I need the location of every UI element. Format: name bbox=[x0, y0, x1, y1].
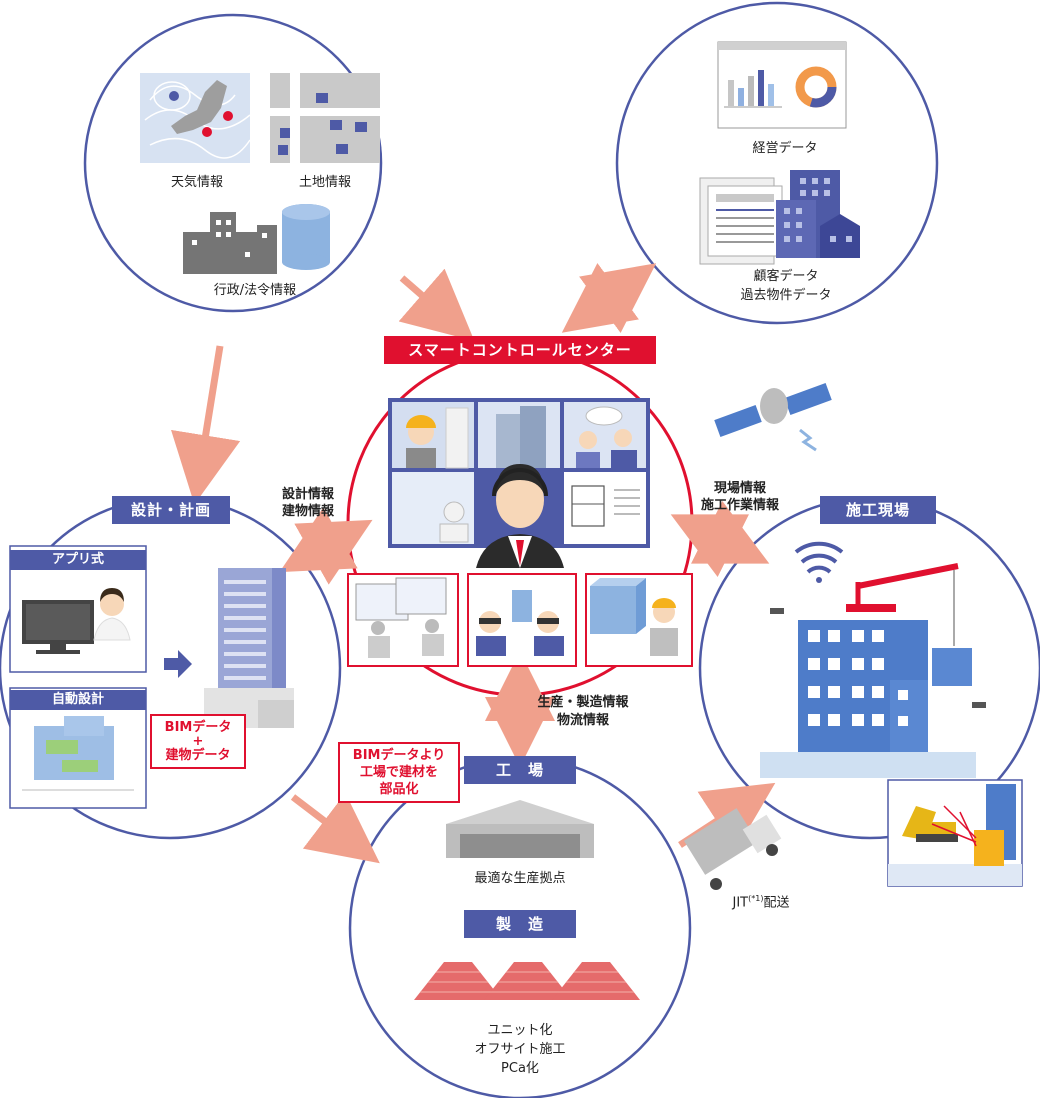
factory-flow-label-2: 物流情報 bbox=[556, 713, 609, 728]
control-center-title: スマートコントロールセンター bbox=[384, 336, 656, 364]
factory-callout-line-2: 工場で建材を bbox=[359, 765, 438, 780]
design-title: 設計・計画 bbox=[112, 496, 230, 524]
admin-buildings-illustration bbox=[183, 204, 330, 274]
panel-site-worker bbox=[585, 573, 693, 667]
jit-suffix: 配送 bbox=[763, 895, 790, 911]
mfg-label-3: PCa化 bbox=[501, 1061, 539, 1076]
auto-design-label: 自動設計 bbox=[10, 690, 146, 710]
design-flow-label-2: 建物情報 bbox=[281, 504, 334, 519]
construction-site-illustration bbox=[760, 563, 986, 778]
site-flow-label-2: 施工作業情報 bbox=[700, 498, 779, 513]
land-map-illustration bbox=[270, 73, 380, 163]
manufacturing-title: 製 造 bbox=[464, 910, 576, 938]
truck-illustration bbox=[683, 808, 782, 890]
mfg-label-2: オフサイト施工 bbox=[474, 1042, 566, 1057]
design-flow-arrow bbox=[164, 650, 192, 678]
panel-remote-meeting bbox=[347, 573, 459, 667]
customer-label-1: 顧客データ bbox=[753, 269, 819, 284]
arrow-center-design bbox=[279, 507, 373, 585]
weather-map-illustration bbox=[140, 73, 251, 163]
jit-footnote: (*1) bbox=[748, 894, 764, 903]
operator-illustration bbox=[476, 464, 564, 568]
site-title: 施工現場 bbox=[820, 496, 936, 524]
bim-line-1: BIMデータ bbox=[164, 720, 232, 735]
factory-callout-line-3: 部品化 bbox=[379, 782, 419, 797]
factory-flow-label-1: 生産・製造情報 bbox=[537, 695, 629, 710]
bim-data-callout: BIMデータ + 建物データ bbox=[150, 714, 246, 769]
site-scan-inset bbox=[887, 779, 1023, 887]
arrow-external-to-center bbox=[398, 268, 475, 341]
bim-line-3: 建物データ bbox=[165, 748, 231, 763]
admin-label: 行政/法令情報 bbox=[213, 283, 297, 298]
management-dashboard-illustration bbox=[717, 41, 847, 129]
jit-prefix: JIT bbox=[732, 895, 749, 911]
jit-label: JIT(*1)配送 bbox=[716, 890, 806, 912]
wifi-icon bbox=[794, 541, 844, 583]
design-flow-label-1: 設計情報 bbox=[281, 487, 334, 502]
arrow-center-business bbox=[561, 263, 657, 333]
unit-blocks-illustration bbox=[414, 962, 640, 1000]
customer-data-illustration bbox=[699, 170, 860, 265]
factory-building-illustration bbox=[446, 800, 594, 858]
arrow-external-to-design bbox=[171, 345, 241, 505]
land-label: 土地情報 bbox=[298, 175, 351, 190]
production-base-label: 最適な生産拠点 bbox=[474, 871, 566, 886]
arrow-center-site bbox=[670, 501, 770, 577]
factory-callout: BIMデータより 工場で建材を 部品化 bbox=[338, 742, 460, 803]
factory-title: 工 場 bbox=[464, 756, 576, 784]
site-flow-label-1: 現場情報 bbox=[713, 481, 766, 496]
management-label: 経営データ bbox=[752, 141, 818, 156]
weather-label: 天気情報 bbox=[170, 175, 223, 190]
app-label: アプリ式 bbox=[10, 550, 146, 570]
panel-vr-team bbox=[467, 573, 577, 667]
customer-label-2: 過去物件データ bbox=[740, 288, 832, 303]
bim-line-2: + bbox=[192, 734, 204, 749]
arrow-design-to-factory bbox=[290, 792, 380, 864]
satellite-illustration bbox=[714, 383, 832, 452]
mfg-label-1: ユニット化 bbox=[487, 1023, 553, 1038]
factory-callout-line-1: BIMデータより bbox=[352, 748, 446, 763]
